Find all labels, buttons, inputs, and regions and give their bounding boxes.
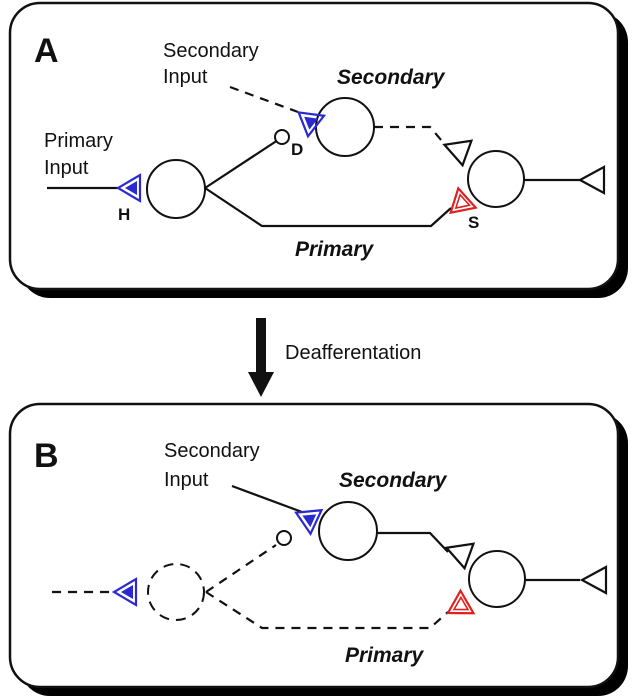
panel-b-primary-pathway-label: Primary: [345, 644, 425, 667]
panel-a-secondary-axon: [374, 125, 449, 149]
panel-b-lower-branch-degenerated: [205, 591, 449, 630]
panel-b-secondary-input-fiber: [231, 484, 303, 514]
deafferentation-label: Deafferentation: [285, 342, 421, 364]
panel-b-upper-branch-degenerated: [205, 544, 277, 593]
panel-b-secondary-input-label-line1: Secondary: [164, 440, 260, 462]
panel-a-secondary-neuron: [315, 97, 375, 157]
panel-a-box: [8, 1, 620, 291]
panel-a: A Secondary Input Secondary Primary Inpu…: [8, 1, 628, 298]
panel-b-primary-neuron-degenerated: [147, 563, 205, 621]
panel-b-letter: B: [34, 437, 59, 475]
deafferentation-transition: Deafferentation: [248, 318, 421, 397]
panel-b-secondary-neuron: [318, 501, 378, 561]
panel-a-synapse-s-label: S: [468, 213, 479, 232]
panel-a-primary-neuron: [146, 159, 206, 219]
panel-b-secondary-input-label-line2: Input: [164, 469, 209, 491]
panel-a-secondary-input-fiber: [229, 85, 299, 114]
panel-a-primary-input-label-line1: Primary: [44, 130, 113, 152]
panel-b: B Secondary Input Secondary Primary: [8, 402, 628, 696]
panel-a-secondary-input-label-line1: Secondary: [163, 40, 259, 62]
panel-b-target-neuron: [468, 550, 526, 608]
panel-a-target-neuron: [467, 150, 525, 208]
panel-b-box: [8, 402, 620, 689]
panel-b-dendritic-terminal: [276, 530, 292, 546]
panel-a-primary-input-label-line2: Input: [44, 157, 89, 179]
panel-a-secondary-pathway-label: Secondary: [337, 66, 446, 89]
panel-a-letter: A: [34, 32, 59, 70]
down-arrow-head: [248, 372, 274, 397]
panel-b-secondary-pathway-label: Secondary: [339, 469, 448, 492]
panel-a-primary-pathway-label: Primary: [295, 238, 375, 261]
panel-b-secondary-axon: [377, 531, 449, 553]
down-arrow-shaft: [256, 318, 266, 374]
panel-a-upper-branch: [204, 139, 279, 189]
panel-a-secondary-input-label-line2: Input: [163, 66, 208, 88]
panel-a-synapse-d-label: D: [291, 140, 303, 159]
panel-a-lower-branch: [204, 187, 452, 228]
panel-a-dendritic-terminal: [274, 129, 290, 145]
panel-a-synapse-h-label: H: [118, 205, 130, 224]
